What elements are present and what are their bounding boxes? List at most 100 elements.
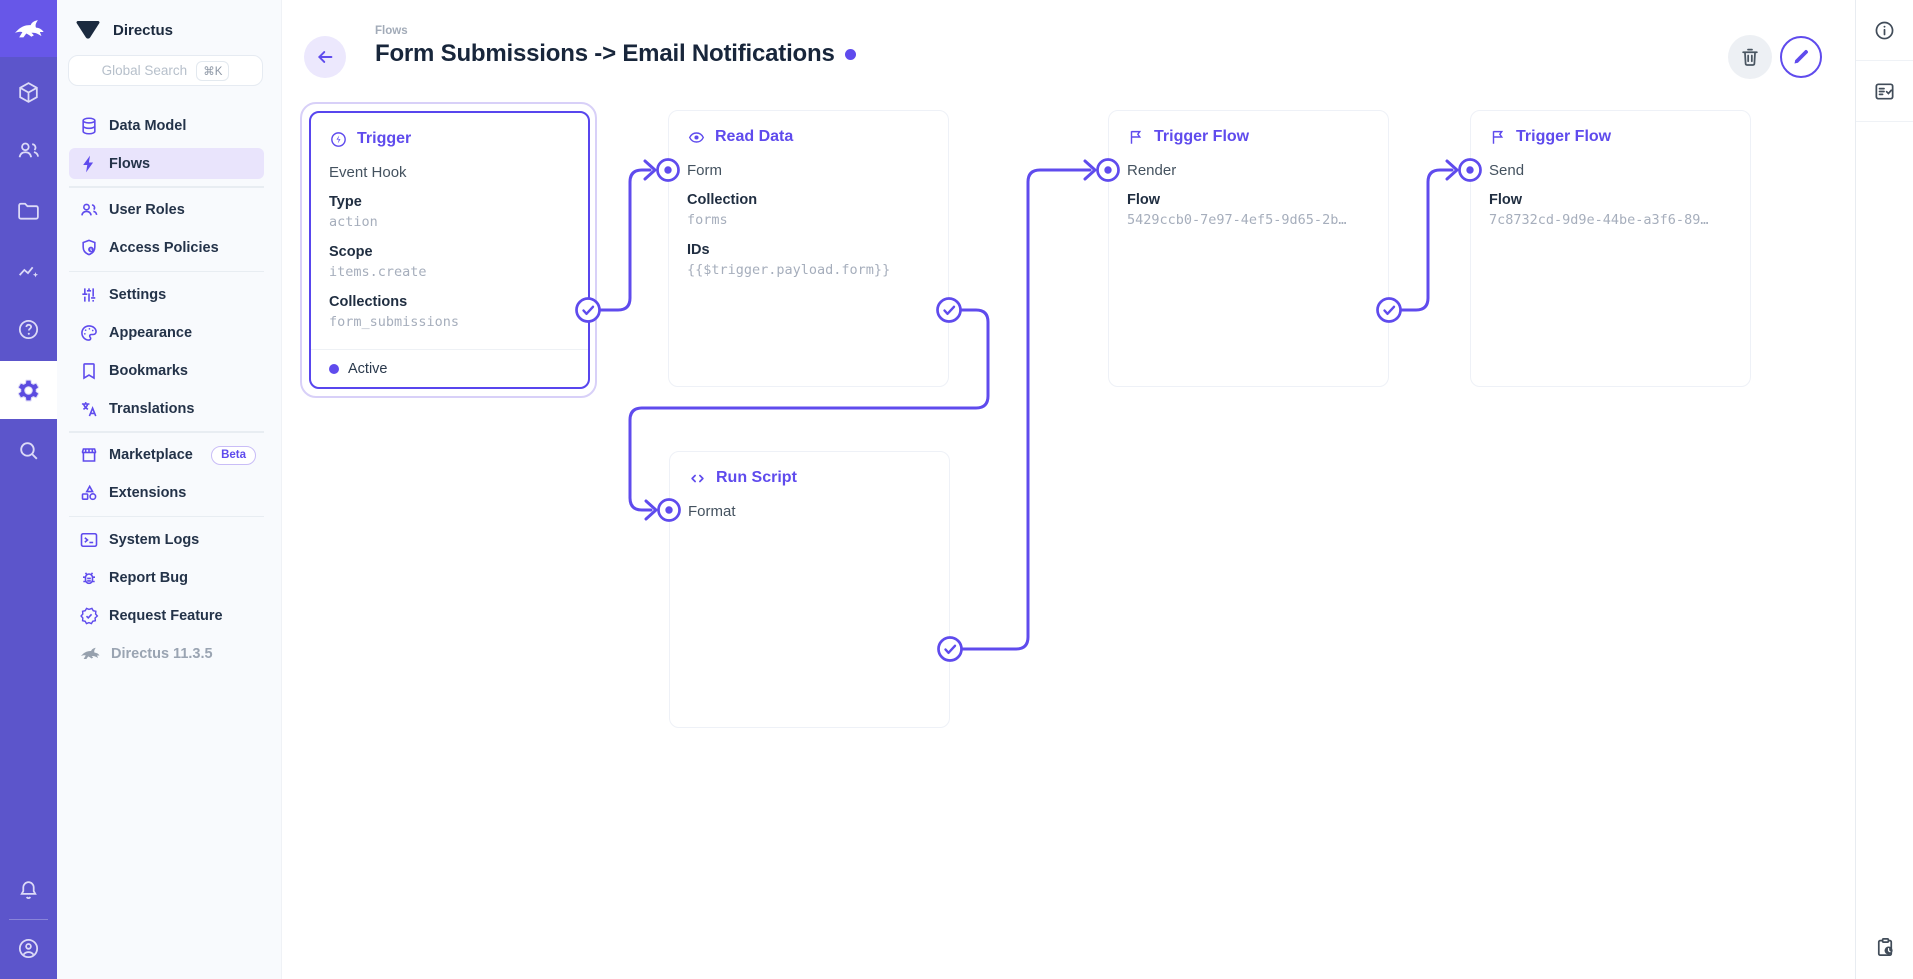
global-search-input[interactable]: Global Search ⌘K xyxy=(68,55,263,86)
module-settings[interactable] xyxy=(0,361,57,419)
database-icon xyxy=(82,116,96,135)
folder-icon xyxy=(18,202,39,220)
pencil-icon xyxy=(1794,50,1808,64)
flag-icon xyxy=(1492,130,1504,144)
card-field: Scope items.create xyxy=(329,242,570,283)
sidebar-item-label: Translations xyxy=(109,400,195,417)
back-button[interactable] xyxy=(304,36,346,78)
card-field: Flow 7c8732cd-9d9e-44be-a3f6-89… xyxy=(1489,190,1732,231)
rail-section xyxy=(1856,61,1913,122)
trigger-flow-send-card[interactable]: Trigger Flow Send Flow 7c8732cd-9d9e-44b… xyxy=(1470,110,1751,387)
card-type-label: Read Data xyxy=(715,128,794,145)
field-value: {{$trigger.payload.form}} xyxy=(687,262,891,278)
logs-sidebar-button[interactable] xyxy=(1856,61,1913,121)
clipboard-clock-icon xyxy=(1877,937,1893,956)
search-placeholder: Global Search xyxy=(101,63,188,78)
sidebar-item-bookmarks[interactable]: Bookmarks xyxy=(69,355,264,386)
card-field: Collections form_submissions xyxy=(329,292,570,333)
fact-check-icon xyxy=(1875,82,1894,100)
delete-flow-button[interactable] xyxy=(1728,35,1772,79)
sidebar-item-label: Bookmarks xyxy=(109,362,188,379)
page-title: Form Submissions -> Email Notifications xyxy=(375,40,835,67)
module-insights[interactable] xyxy=(0,243,57,300)
sidebar-item-extensions[interactable]: Extensions xyxy=(69,478,264,509)
pending-revisions-button[interactable] xyxy=(1856,925,1913,969)
card-name: Event Hook xyxy=(329,164,407,181)
users-icon xyxy=(18,142,39,158)
edit-flow-button[interactable] xyxy=(1780,36,1822,78)
status-dot xyxy=(329,363,339,374)
sidebar-item-flows[interactable]: Flows xyxy=(69,148,264,179)
card-name: Send xyxy=(1489,162,1525,179)
module-docs[interactable] xyxy=(0,301,57,358)
sidebar-item-user-roles[interactable]: User Roles xyxy=(69,195,264,226)
card-field: IDs {{$trigger.payload.form}} xyxy=(687,240,930,281)
shield-lock-icon xyxy=(82,239,96,256)
module-bar-divider xyxy=(9,919,48,920)
version-row: Directus 11.3.5 xyxy=(69,638,264,669)
sidebar-item-translations[interactable]: Translations xyxy=(69,393,264,424)
notifications-button[interactable] xyxy=(0,862,57,919)
wire-arrowhead xyxy=(1083,159,1097,181)
module-search[interactable] xyxy=(0,422,57,479)
version-label: Directus 11.3.5 xyxy=(111,645,213,662)
sidebar-item-system-logs[interactable]: System Logs xyxy=(69,524,264,555)
users-icon xyxy=(81,203,98,216)
directus-logo[interactable] xyxy=(0,0,57,57)
field-value: forms xyxy=(687,212,728,228)
flow-color-dot xyxy=(844,48,856,60)
account-button[interactable] xyxy=(0,920,57,977)
card-type-row: Trigger Flow xyxy=(1489,127,1732,147)
right-sidebar xyxy=(1855,0,1913,979)
field-label: Type xyxy=(329,194,362,210)
sidebar-item-settings[interactable]: Settings xyxy=(69,279,264,310)
wire-trigger-to-readdata xyxy=(586,168,652,312)
insights-icon xyxy=(18,266,39,278)
arrow-left-icon xyxy=(318,51,333,63)
bolt-circle-icon xyxy=(331,131,346,147)
sidebar-item-label: Data Model xyxy=(109,117,187,134)
run-script-card[interactable]: Run Script Format xyxy=(669,451,950,728)
card-field: Collection forms xyxy=(687,190,930,231)
breadcrumb[interactable]: Flows xyxy=(375,25,408,37)
sidebar-item-appearance[interactable]: Appearance xyxy=(69,317,264,348)
sidebar-item-data-model[interactable]: Data Model xyxy=(69,110,264,141)
beta-badge: Beta xyxy=(211,445,256,465)
trigger-flow-render-card[interactable]: Trigger Flow Render Flow 5429ccb0-7e97-4… xyxy=(1108,110,1389,387)
read-data-card[interactable]: Read Data Form Collection forms IDs {{$t… xyxy=(668,110,949,387)
search-shortcut-badge: ⌘K xyxy=(196,60,230,81)
info-sidebar-button[interactable] xyxy=(1856,0,1913,60)
sidebar-item-access-policies[interactable]: Access Policies xyxy=(69,233,264,264)
flag-icon xyxy=(1130,130,1142,144)
terminal-icon xyxy=(80,532,98,547)
nav-sidebar: Directus Global Search ⌘K Data Model Flo… xyxy=(57,0,282,979)
module-files[interactable] xyxy=(0,183,57,240)
bolt-icon xyxy=(83,155,94,172)
field-value: 7c8732cd-9d9e-44be-a3f6-89… xyxy=(1489,212,1709,228)
sidebar-item-marketplace[interactable]: Marketplace Beta xyxy=(69,440,264,471)
sidebar-item-label: Marketplace xyxy=(109,447,193,463)
module-content[interactable] xyxy=(0,64,57,121)
title-row: Form Submissions -> Email Notifications xyxy=(375,40,856,68)
search-icon xyxy=(20,442,38,460)
field-value: form_submissions xyxy=(329,314,460,330)
main-content: Flows Form Submissions -> Email Notifica… xyxy=(282,0,1855,979)
card-type-label: Trigger Flow xyxy=(1516,128,1612,145)
card-name: Render xyxy=(1127,162,1177,179)
nav-divider xyxy=(69,270,264,272)
sidebar-item-label: Settings xyxy=(109,286,167,303)
flow-canvas[interactable]: Trigger Event Hook Type action Scope ite… xyxy=(282,0,1855,979)
sidebar-item-label: Request Feature xyxy=(109,607,223,624)
page-header: Flows Form Submissions -> Email Notifica… xyxy=(282,0,1855,92)
trigger-card[interactable]: Trigger Event Hook Type action Scope ite… xyxy=(309,111,590,389)
sidebar-item-report-bug[interactable]: Report Bug xyxy=(69,562,264,593)
rail-bottom xyxy=(1856,925,1913,969)
sidebar-item-request-feature[interactable]: Request Feature xyxy=(69,600,264,631)
rabbit-icon-gray xyxy=(80,647,100,659)
module-users[interactable] xyxy=(0,122,57,179)
status-badge: Active xyxy=(348,360,388,377)
field-label: Collection xyxy=(687,192,758,208)
project-header[interactable]: Directus xyxy=(57,0,281,55)
project-shield-icon xyxy=(76,21,100,39)
